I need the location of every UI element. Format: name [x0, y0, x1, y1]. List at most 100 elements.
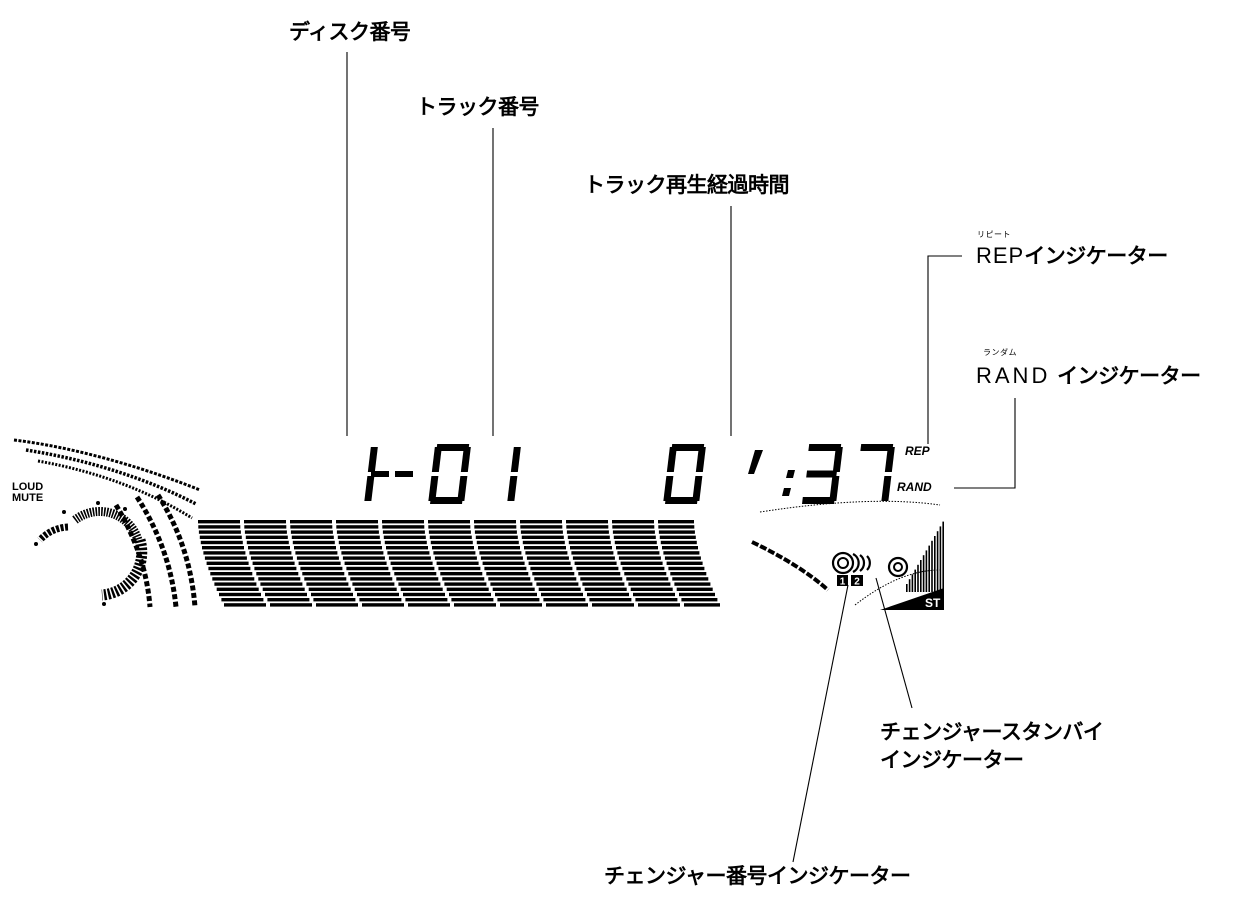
spectrum-segment [245, 535, 288, 539]
spectrum-segment [446, 587, 489, 591]
spectrum-segment [566, 530, 609, 534]
spectrum-segment [337, 535, 380, 539]
fan-tick [914, 569, 916, 592]
spectrum-segment [341, 551, 384, 555]
spectrum-segment [290, 530, 333, 534]
spectrum-segment [304, 577, 347, 581]
spectrum-segment [658, 525, 695, 529]
spectrum-segment [336, 525, 379, 529]
spectrum-segment [270, 603, 312, 607]
segment-d [802, 497, 835, 504]
spectrum-segment [684, 603, 720, 607]
spectrum-column [244, 520, 312, 607]
spectrum-segment [580, 577, 623, 581]
spectrum-segment [346, 566, 389, 571]
spectrum-segment [396, 577, 439, 581]
spectrum-segment [536, 582, 579, 586]
changer-2-digit: 2 [854, 577, 860, 588]
spectrum-segment [336, 530, 379, 534]
spectrum-segment [612, 525, 655, 529]
leader-line-standby [875, 577, 913, 709]
fan-tick [911, 574, 914, 592]
spectrum-segment [291, 535, 334, 539]
elapsed-time-label: トラック再生経過時間 [584, 173, 790, 197]
spectrum-segment [676, 587, 713, 591]
spectrum-column [520, 520, 588, 607]
spectrum-segment [292, 540, 335, 545]
spectrum-segment [444, 582, 487, 586]
spectrum-segment [522, 540, 565, 545]
segment-e [428, 476, 439, 501]
segment-c [507, 476, 518, 501]
spectrum-segment [664, 556, 701, 560]
seconds-digit-2 [860, 444, 895, 501]
spectrum-segment [428, 530, 471, 534]
fan-tick [934, 536, 936, 592]
spectrum-segment [681, 598, 718, 602]
spectrum-segment [666, 561, 703, 565]
spectrum-segment [386, 546, 428, 550]
spectrum-segment [265, 592, 307, 597]
spectrum-segment [400, 587, 443, 591]
track-number-label: トラック番号 [416, 95, 540, 119]
spectrum-segment [244, 530, 287, 534]
spectrum-segment [474, 520, 516, 524]
right-arcs [751, 500, 941, 606]
spectrum-segment [566, 520, 608, 524]
spectrum-segment [214, 582, 257, 586]
spectrum-segment [658, 520, 694, 524]
spectrum-segment [250, 556, 293, 560]
spectrum-segment [256, 572, 299, 576]
spectrum-segment [571, 551, 614, 555]
spectrum-segment [354, 587, 397, 591]
fan-tick [906, 584, 908, 592]
spectrum-segment [618, 556, 661, 560]
spectrum-segment [300, 566, 343, 571]
spectrum-segment [429, 535, 472, 539]
spectrum-segment [436, 561, 479, 565]
spectrum-segment [382, 520, 424, 524]
leader-line-rand [954, 398, 1016, 489]
spectrum-segment [480, 556, 523, 560]
spectrum-segment [210, 572, 253, 576]
disc-number-label: ディスク番号 [289, 20, 411, 44]
spectrum-segment [267, 598, 310, 602]
segment-a [436, 444, 470, 451]
spectrum-segment [200, 540, 243, 545]
spectrum-segment [302, 572, 345, 576]
spectrum-segment [338, 540, 381, 545]
spectrum-segment [221, 598, 264, 602]
spectrum-segment [206, 561, 249, 565]
spectrum-segment [587, 592, 629, 597]
segment-b [884, 447, 895, 472]
changer-1-digit: 1 [840, 577, 846, 588]
segment-c [881, 476, 892, 501]
st-wedge [880, 588, 944, 610]
spectrum-segment [219, 592, 261, 597]
spectrum-column [290, 520, 358, 607]
spectrum-segment [298, 561, 341, 565]
segment-b [695, 447, 706, 472]
spectrum-segment [313, 598, 356, 602]
spectrum-segment [679, 592, 715, 597]
spectrum-segment [451, 598, 494, 602]
spectrum-column [658, 520, 720, 607]
rand-desc: インジケーター [1050, 364, 1201, 388]
spectrum-segment [340, 546, 382, 550]
spectrum-segment [622, 566, 665, 571]
spectrum-segment [342, 556, 385, 560]
spectrum-segment [528, 561, 571, 565]
segment-c [829, 476, 840, 501]
rand-indicator-label: RAND インジケーター [976, 365, 1201, 387]
spectrum-column [474, 520, 542, 607]
spectrum-segment [660, 540, 697, 545]
separator-dash-2 [395, 471, 413, 477]
right-fan-ticks [906, 521, 944, 592]
track-digit-2 [507, 447, 521, 501]
top-arcs [13, 438, 201, 520]
spectrum-segment [478, 546, 520, 550]
spectrum-segment [576, 566, 619, 571]
rep-indicator-label: REPインジケーター [976, 245, 1168, 267]
spectrum-segment [638, 603, 680, 607]
spectrum-segment [203, 551, 246, 555]
